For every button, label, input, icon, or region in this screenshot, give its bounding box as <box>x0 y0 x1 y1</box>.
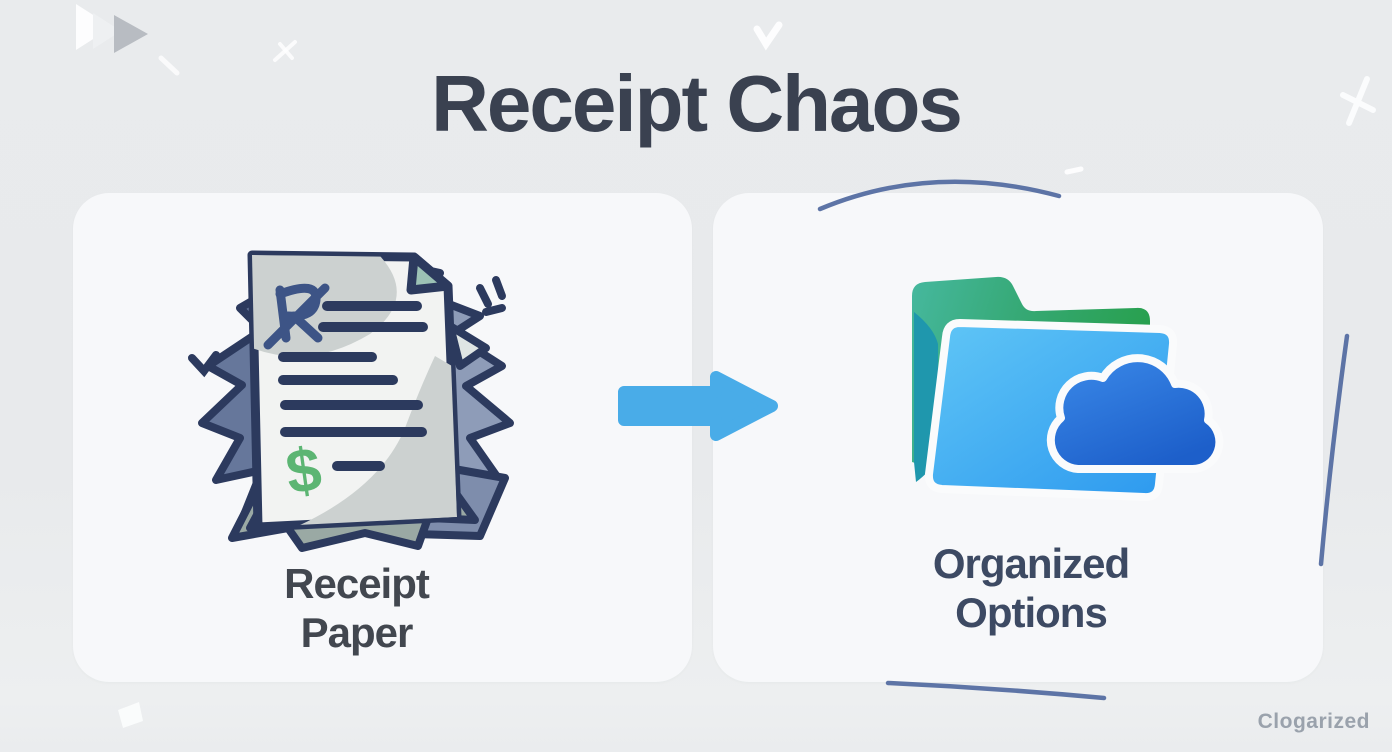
receipt-text-lines <box>278 301 428 471</box>
gray-triangle-icon <box>114 15 148 53</box>
page-title: Receipt Chaos <box>431 59 963 148</box>
white-triangle-small-icon <box>93 13 121 49</box>
label-line: Paper <box>300 609 414 656</box>
watermark: Clogarized <box>1257 710 1370 733</box>
panel-label-organized-options: Organized Options <box>726 539 1336 637</box>
white-quad-mark <box>118 702 143 728</box>
side-stroke <box>1318 333 1350 567</box>
cloud-icon <box>1046 354 1224 474</box>
label-line: Options <box>955 589 1108 636</box>
underline-stroke <box>885 680 1107 701</box>
arrow-right-icon <box>612 361 787 451</box>
receipt-r-scribble <box>263 283 330 350</box>
white-triangle-icon <box>76 4 112 50</box>
label-line: Receipt <box>284 560 430 607</box>
receipt-stack-icon: $ <box>188 250 514 552</box>
label-line: Organized <box>932 540 1130 587</box>
folder-cloud-icon <box>912 276 1224 502</box>
accent-marks <box>188 276 506 378</box>
panel-receipt-paper: $ Receipt Paper <box>73 193 692 682</box>
panel-organized-options: Organized Options <box>713 193 1323 682</box>
panel-label-receipt-paper: Receipt Paper <box>47 559 666 657</box>
